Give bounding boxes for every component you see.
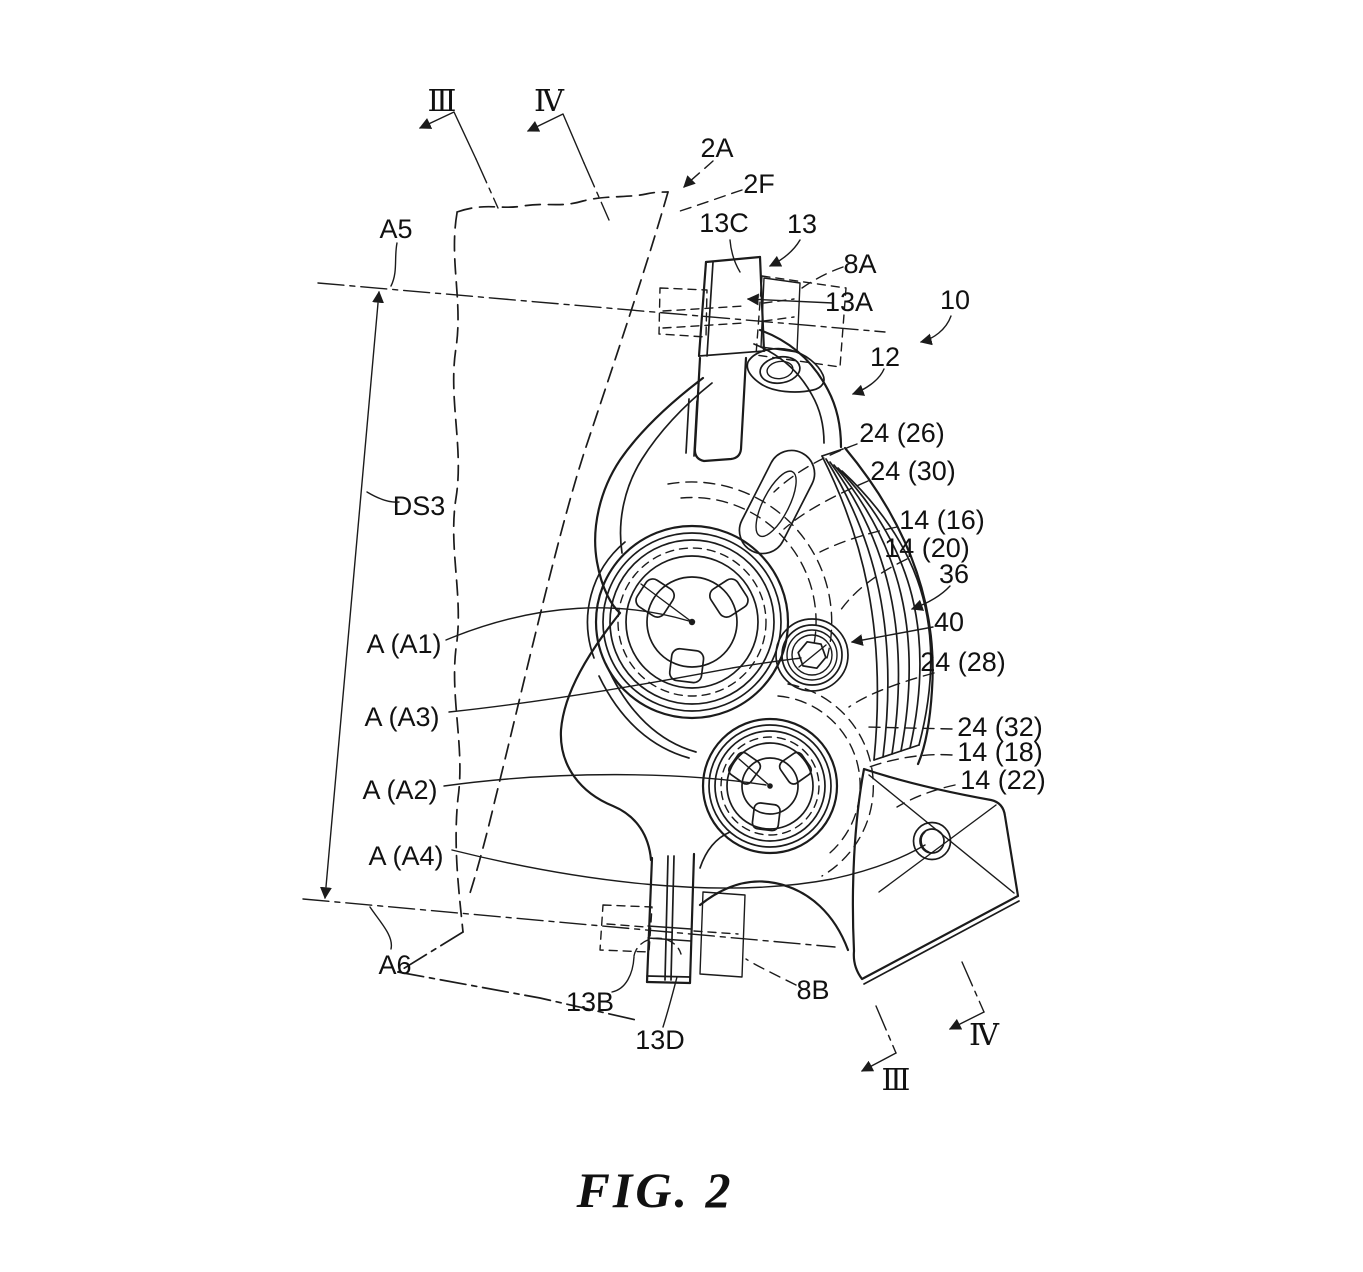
label-DS3: DS3 — [393, 491, 446, 521]
label-2A: 2A — [700, 133, 733, 163]
caliper-fin-arcs — [821, 448, 932, 761]
label-8A: 8A — [843, 249, 876, 279]
label-13D: 13D — [635, 1025, 685, 1055]
label-A-A4: A (A4) — [368, 841, 443, 871]
bleed-screw — [775, 618, 849, 692]
label-A5: A5 — [379, 214, 412, 244]
hex-socket-icon — [797, 640, 827, 670]
label-12: 12 — [870, 342, 900, 372]
section-marker-bottom-III — [860, 1005, 897, 1072]
label-A-A3: A (A3) — [364, 702, 439, 732]
section-marker-top-IV — [526, 113, 610, 221]
section-label-top-IV: Ⅳ — [534, 84, 565, 119]
pad-pin-button — [912, 821, 952, 861]
reference-labels: Ⅲ Ⅳ 2A 2F A5 13C 13 8A 13A 10 12 24 (26)… — [362, 84, 1045, 1218]
label-14-20: 14 (20) — [884, 533, 970, 563]
label-24-32: 24 (32) — [957, 712, 1043, 742]
section-label-bottom-IV: Ⅳ — [969, 1018, 1000, 1053]
label-13B: 13B — [566, 987, 614, 1017]
label-14-18: 14 (18) — [957, 737, 1043, 767]
label-2F: 2F — [743, 169, 775, 199]
section-marker-top-III — [418, 111, 499, 209]
label-A-A1: A (A1) — [366, 629, 441, 659]
label-10: 10 — [940, 285, 970, 315]
label-13: 13 — [787, 209, 817, 239]
section-marker-bottom-IV — [948, 961, 985, 1030]
label-24-26: 24 (26) — [859, 418, 945, 448]
label-24-28: 24 (28) — [920, 647, 1006, 677]
label-A-A2: A (A2) — [362, 775, 437, 805]
upper-piston — [594, 524, 790, 720]
axis-A6-line — [302, 898, 836, 948]
pad-guard-plate — [851, 767, 1020, 985]
label-8B: 8B — [796, 975, 829, 1005]
dimension-DS3 — [320, 290, 400, 900]
top-mount-boss — [658, 255, 847, 463]
label-36: 36 — [939, 559, 969, 589]
figure-caption: FIG. 2 — [576, 1162, 734, 1218]
axis-A5-line — [317, 282, 886, 333]
label-24-30: 24 (30) — [870, 456, 956, 486]
label-13C: 13C — [699, 208, 749, 238]
leader-lines — [369, 160, 956, 1028]
section-label-top-III: Ⅲ — [428, 84, 457, 119]
axis-lines — [302, 282, 886, 948]
label-A6: A6 — [378, 950, 411, 980]
label-14-22: 14 (22) — [960, 765, 1046, 795]
fork-phantom-outline — [397, 191, 669, 1021]
label-13A: 13A — [825, 287, 873, 317]
label-14-16: 14 (16) — [899, 505, 985, 535]
label-40: 40 — [934, 607, 964, 637]
bottom-mount-boss — [599, 852, 746, 985]
section-label-bottom-III: Ⅲ — [882, 1063, 911, 1098]
lower-piston — [701, 717, 839, 855]
pad-hidden-arcs — [667, 481, 875, 877]
